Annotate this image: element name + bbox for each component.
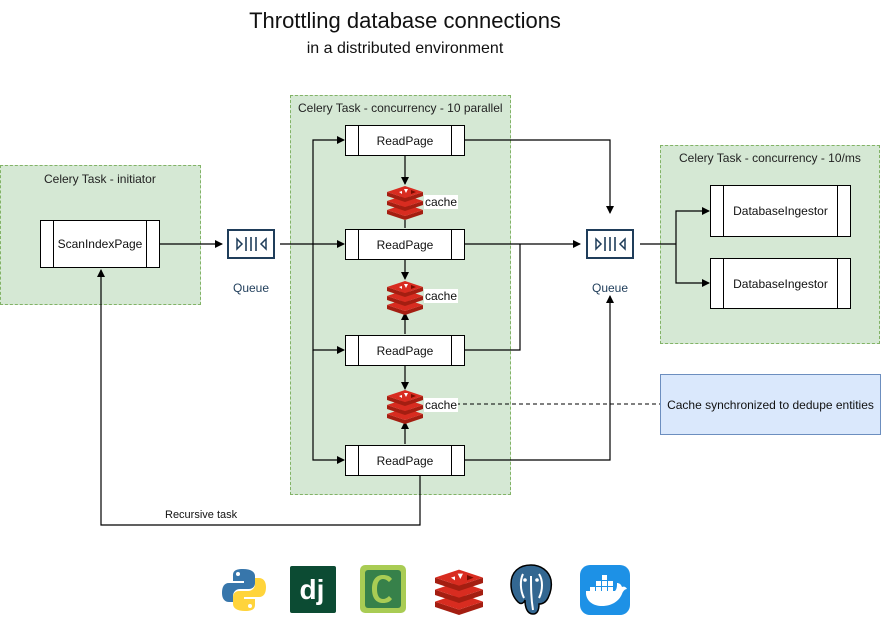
cache-label: cache <box>424 289 459 303</box>
scan-index-page-node: ScanIndexPage <box>40 220 160 268</box>
redis-logo <box>435 569 483 615</box>
edge-queue-to-ingestors <box>640 207 710 287</box>
read-page-node: ReadPage <box>345 445 465 476</box>
cache-label: cache <box>424 398 459 412</box>
group-rate-limited <box>660 145 880 344</box>
edge-readpages-to-queue <box>465 139 614 461</box>
svg-text:dj: dj <box>300 574 325 605</box>
redis-cache-icon <box>387 390 423 424</box>
cache-sync-note: Cache synchronized to dedupe entities <box>660 374 881 435</box>
redis-cache-icon <box>387 281 423 315</box>
queue-icon <box>227 229 275 259</box>
queue-label: Queue <box>592 281 629 295</box>
queue-label: Queue <box>233 281 270 295</box>
recursive-task-label: Recursive task <box>163 509 240 521</box>
python-logo <box>222 569 266 611</box>
edge-recursive-task <box>97 269 421 526</box>
group-rate-limited-label: Celery Task - concurrency - 10/ms <box>679 151 861 165</box>
database-ingestor-node: DatabaseIngestor <box>710 258 851 309</box>
diagram-title: Throttling database connections <box>249 8 561 33</box>
read-page-node: ReadPage <box>345 125 465 156</box>
diagram-subtitle: in a distributed environment <box>306 40 504 57</box>
cache-label: cache <box>424 195 459 209</box>
docker-logo <box>580 565 630 615</box>
django-logo: dj <box>290 566 336 613</box>
group-initiator-label: Celery Task - initiator <box>44 172 156 186</box>
celery-logo <box>360 565 406 613</box>
read-page-node: ReadPage <box>345 229 465 260</box>
queue-icon <box>586 229 634 259</box>
redis-cache-icon <box>387 186 423 220</box>
database-ingestor-node: DatabaseIngestor <box>710 185 851 237</box>
group-parallel-label: Celery Task - concurrency - 10 parallel <box>298 101 503 115</box>
edge-queue-to-readpages <box>280 136 345 464</box>
postgresql-logo <box>510 564 553 615</box>
read-page-node: ReadPage <box>345 335 465 366</box>
